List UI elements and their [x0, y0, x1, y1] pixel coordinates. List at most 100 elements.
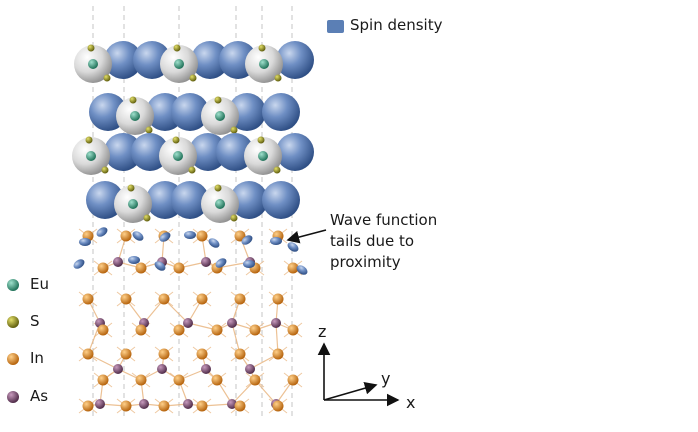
s-atom	[258, 44, 266, 52]
wave-function-tail-lobe	[79, 238, 91, 246]
in-atom	[97, 374, 109, 386]
eu-atom	[174, 59, 184, 69]
wave-function-tail-lobe	[184, 231, 196, 239]
s-atom	[173, 44, 181, 52]
spin-density-legend-label: Spin density	[350, 16, 443, 34]
spin-density-lobe	[131, 133, 169, 171]
s-atom	[230, 126, 238, 134]
in-atom	[173, 262, 185, 274]
in-atom	[249, 324, 261, 336]
as-atom	[201, 364, 211, 374]
as-atom	[113, 364, 123, 374]
eu-legend-marker	[7, 279, 19, 291]
spin-density-lobe	[191, 41, 229, 79]
in-atom	[287, 374, 299, 386]
in-atom	[158, 400, 170, 412]
wave-function-tail-lobe	[132, 231, 144, 241]
eu-atom	[173, 151, 183, 161]
eus-layers	[72, 41, 314, 223]
spin-density-lobe	[262, 93, 300, 131]
s-atom	[214, 96, 222, 104]
wave-function-tail-lobe	[241, 235, 253, 245]
y-axis-arrow	[323, 381, 378, 401]
in-atom	[135, 262, 147, 274]
annotation-line-2: tails due to	[330, 232, 415, 250]
wave-function-tail-lobe	[243, 260, 255, 268]
spin-density-lobe	[86, 181, 124, 219]
s-atom	[189, 74, 197, 82]
bond	[87, 353, 119, 370]
in-atom	[234, 293, 246, 305]
in-atom	[211, 374, 223, 386]
in-atom	[287, 262, 299, 274]
in-atom	[97, 262, 109, 274]
s-legend-marker	[7, 316, 19, 328]
as-legend-label: As	[30, 387, 49, 405]
s-atom	[172, 136, 180, 144]
spin-density-lobe	[104, 41, 142, 79]
in-atom	[272, 293, 284, 305]
spin-density-lobe	[262, 181, 300, 219]
spin-density-lobe	[230, 181, 268, 219]
in-atom	[158, 348, 170, 360]
in-atom	[196, 348, 208, 360]
annotation-arrow	[286, 229, 327, 244]
wave-function-tail-lobe	[208, 238, 220, 248]
in-atom	[272, 400, 284, 412]
in-atom	[249, 374, 261, 386]
in-atom	[135, 324, 147, 336]
in-atom	[196, 293, 208, 305]
s-atom	[230, 214, 238, 222]
s-atom	[101, 166, 109, 174]
wave-function-tail-lobe	[159, 232, 171, 242]
spin-density-lobe	[171, 93, 209, 131]
in-legend-marker	[7, 353, 19, 365]
as-atom	[227, 318, 237, 328]
axis-triad	[317, 342, 400, 407]
as-atom	[201, 257, 211, 267]
y-axis-label: y	[381, 369, 391, 388]
in-atom	[135, 374, 147, 386]
s-atom	[85, 136, 93, 144]
in-atom	[82, 400, 94, 412]
wave-function-tail-lobe	[96, 227, 108, 237]
in-atom	[211, 324, 223, 336]
s-legend-label: S	[30, 312, 40, 330]
as-legend-marker	[7, 391, 19, 403]
in-atom	[158, 293, 170, 305]
eu-atom	[215, 111, 225, 121]
in-atom	[287, 324, 299, 336]
in-atom	[82, 293, 94, 305]
s-atom	[274, 74, 282, 82]
spin-density-lobe	[189, 133, 227, 171]
spin-density-lobe	[171, 181, 209, 219]
wave-function-tail-lobe	[296, 265, 308, 275]
as-atom	[183, 399, 193, 409]
in-atom	[120, 293, 132, 305]
in-legend-label: In	[30, 349, 44, 367]
bond	[163, 298, 189, 324]
spin-density-lobe	[104, 133, 142, 171]
wave-function-tail-lobe	[154, 261, 166, 271]
as-atom	[227, 399, 237, 409]
in-atom	[120, 348, 132, 360]
z-axis-label: z	[318, 322, 327, 341]
s-atom	[257, 136, 265, 144]
as-atom	[271, 318, 281, 328]
eu-atom	[88, 59, 98, 69]
s-atom	[214, 184, 222, 192]
spin-density-lobe	[276, 133, 314, 171]
in-atom	[234, 400, 246, 412]
s-atom	[103, 74, 111, 82]
wave-function-tails	[73, 227, 308, 275]
annotation-text: Wave function tails due to proximity	[330, 210, 437, 273]
wave-function-tail-lobe	[215, 258, 227, 268]
as-atom	[183, 318, 193, 328]
eu-atom	[259, 59, 269, 69]
wave-function-tail-lobe	[287, 242, 299, 252]
s-atom	[188, 166, 196, 174]
in-atom	[97, 324, 109, 336]
in-atom	[173, 374, 185, 386]
as-atom	[157, 364, 167, 374]
